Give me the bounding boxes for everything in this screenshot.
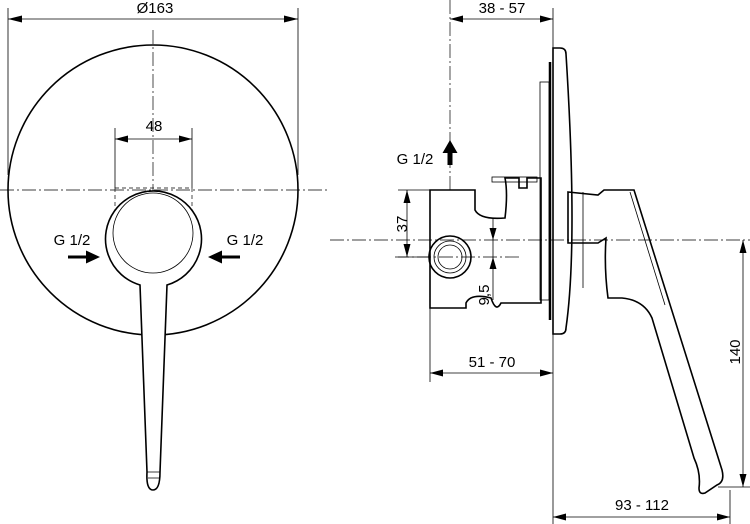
inlet-right-label: G 1/2: [227, 232, 264, 249]
body-depth-label: 51 - 70: [469, 354, 516, 371]
lever-drop-label: 140: [727, 339, 744, 364]
cover-plate-side: [552, 47, 573, 335]
arrow-left-icon: [208, 250, 240, 264]
front-view: Ø163 48 G 1/2 G 1/2: [0, 0, 330, 491]
inlet-left-label: G 1/2: [54, 232, 91, 249]
inlet-connector-inner: [433, 240, 467, 274]
inlet-bore: [437, 244, 463, 270]
handle-hub-and-lever: [104, 190, 203, 491]
height-37-label: 37: [394, 216, 411, 233]
dimension-arrows: [430, 369, 553, 377]
lever-tip: [147, 471, 160, 479]
plate-base: [539, 81, 550, 301]
plate-depth-label: 38 - 57: [479, 0, 526, 17]
offset-label: 9,5: [476, 285, 493, 306]
side-view: G 1/2 38 - 57 37 9,5 51 - 70 140 93 - 11…: [330, 0, 750, 524]
diameter-label: Ø163: [137, 0, 174, 17]
valve-body: [429, 177, 542, 309]
hub-inner-ring: [112, 192, 194, 274]
mounting-rod: [491, 176, 538, 183]
lever-edge-line: [629, 191, 666, 306]
lever-projection-label: 93 - 112: [615, 497, 669, 514]
hub-width-label: 48: [146, 118, 163, 135]
arrow-right-icon: [68, 250, 100, 264]
lever-handle-side: [567, 189, 724, 495]
arrow-up-icon: [442, 140, 458, 165]
dimension-arrows: [489, 228, 497, 269]
inlet-top-label: G 1/2: [397, 151, 434, 168]
